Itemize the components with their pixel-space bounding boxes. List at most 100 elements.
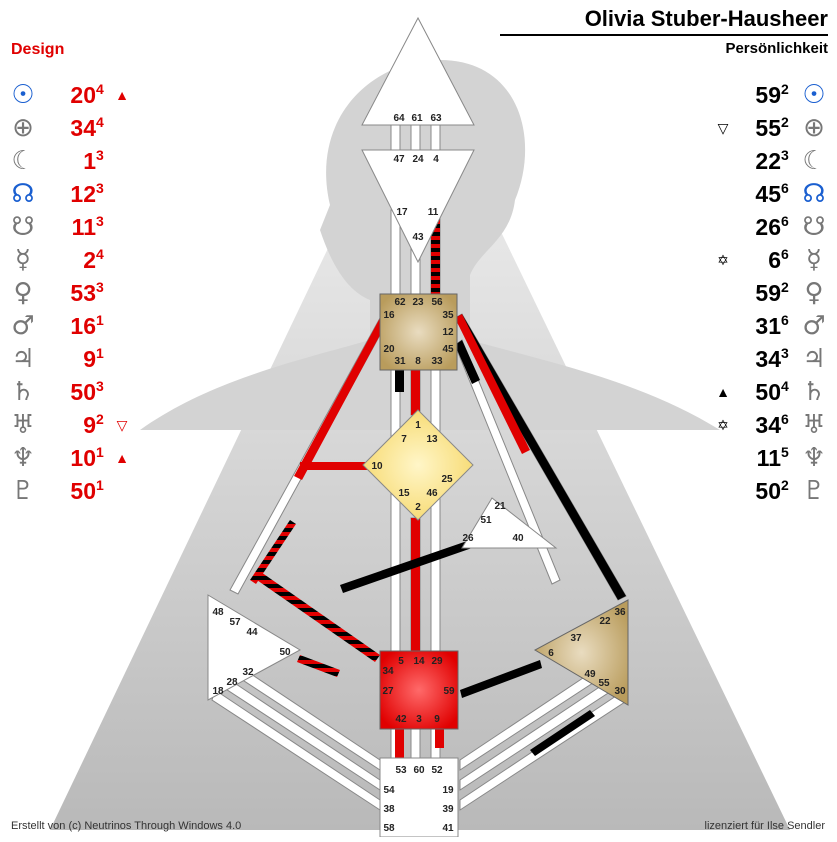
gate-number: 10 xyxy=(70,444,96,471)
pluto-icon: ♇ xyxy=(802,476,826,506)
gate-label: 52 xyxy=(431,765,443,776)
line-number: 3 xyxy=(96,279,104,295)
gate-number: 22 xyxy=(755,147,781,174)
gate-number: 11 xyxy=(71,213,96,240)
gate-label: 50 xyxy=(279,647,291,658)
gate-label: 41 xyxy=(442,823,454,834)
gate-label: 63 xyxy=(430,113,442,124)
gate-label: 13 xyxy=(426,434,438,445)
gate-label: 30 xyxy=(614,686,626,697)
gate-number: 45 xyxy=(755,180,781,207)
line-number: 6 xyxy=(781,312,789,328)
gate-label: 48 xyxy=(212,607,224,618)
fixing-mark: ▲ xyxy=(115,87,129,103)
gate-label: 28 xyxy=(226,677,238,688)
gate-label: 31 xyxy=(394,356,406,367)
gate-label: 7 xyxy=(401,434,407,445)
design-title: Design xyxy=(11,41,65,58)
gate-label: 44 xyxy=(246,627,258,638)
gate-number: 11 xyxy=(756,444,781,471)
gate-label: 34 xyxy=(382,666,394,677)
line-number: 4 xyxy=(781,378,789,394)
gate-label: 62 xyxy=(394,297,406,308)
north-node-icon: ☊ xyxy=(11,179,35,209)
mercury-icon: ☿ xyxy=(806,245,822,275)
earth-icon: ⊕ xyxy=(803,113,825,143)
gate-label: 43 xyxy=(412,232,424,243)
g-center xyxy=(362,409,474,521)
gate-number: 50 xyxy=(755,477,781,504)
gate-label: 8 xyxy=(415,356,421,367)
south-node-icon: ☋ xyxy=(11,212,35,242)
gate-label: 45 xyxy=(442,344,454,355)
venus-icon: ♀ xyxy=(804,278,824,308)
ajna-center xyxy=(361,149,475,264)
gate-label: 36 xyxy=(614,607,626,618)
person-name: Olivia Stuber-Hausheer xyxy=(500,6,828,36)
moon-icon: ☾ xyxy=(802,146,826,176)
gate-number: 34 xyxy=(70,114,96,141)
saturn-icon: ♄ xyxy=(11,377,35,407)
line-number: 4 xyxy=(96,81,104,97)
gate-number: 50 xyxy=(70,477,96,504)
gate-label: 55 xyxy=(598,678,610,689)
gate-label: 33 xyxy=(431,356,443,367)
line-number: 6 xyxy=(781,180,789,196)
line-number: 6 xyxy=(781,213,789,229)
uranus-icon: ♅ xyxy=(11,410,35,440)
gate-label: 22 xyxy=(599,616,611,627)
gate-label: 35 xyxy=(442,310,454,321)
gate-label: 59 xyxy=(443,686,455,697)
gate-label: 20 xyxy=(383,344,395,355)
line-number: 4 xyxy=(96,246,104,262)
gate-label: 58 xyxy=(383,823,395,834)
gate-number: 26 xyxy=(755,213,781,240)
gate-label: 56 xyxy=(431,297,443,308)
gate-number: 50 xyxy=(70,378,96,405)
gate-number: 6 xyxy=(768,246,781,273)
gate-number: 9 xyxy=(83,345,96,372)
gate-label: 14 xyxy=(413,656,425,667)
neptune-icon: ♆ xyxy=(802,443,826,473)
gate-number: 59 xyxy=(755,81,781,108)
jupiter-icon: ♃ xyxy=(11,344,35,374)
fixing-mark: ✡ xyxy=(717,416,729,433)
mercury-icon: ☿ xyxy=(15,245,31,275)
sun-icon: ☉ xyxy=(802,80,826,110)
gate-label: 1 xyxy=(415,420,421,431)
fixing-mark: ▲ xyxy=(115,450,129,466)
gate-label: 53 xyxy=(395,765,407,776)
head-center xyxy=(361,16,475,126)
gate-label: 29 xyxy=(431,656,443,667)
gate-label: 42 xyxy=(395,714,407,725)
gate-number: 9 xyxy=(83,411,96,438)
gate-label: 51 xyxy=(480,515,492,526)
gate-label: 60 xyxy=(413,765,425,776)
defined-channels xyxy=(250,210,626,760)
root-center xyxy=(379,757,459,838)
uranus-icon: ♅ xyxy=(802,410,826,440)
gate-label: 54 xyxy=(383,785,395,796)
line-number: 5 xyxy=(781,444,789,460)
line-number: 1 xyxy=(96,477,104,493)
gate-label: 15 xyxy=(398,488,410,499)
line-number: 3 xyxy=(781,147,789,163)
line-number: 3 xyxy=(96,213,104,229)
gate-label: 23 xyxy=(412,297,424,308)
earth-icon: ⊕ xyxy=(12,113,34,143)
gate-number: 59 xyxy=(755,279,781,306)
line-number: 3 xyxy=(96,180,104,196)
